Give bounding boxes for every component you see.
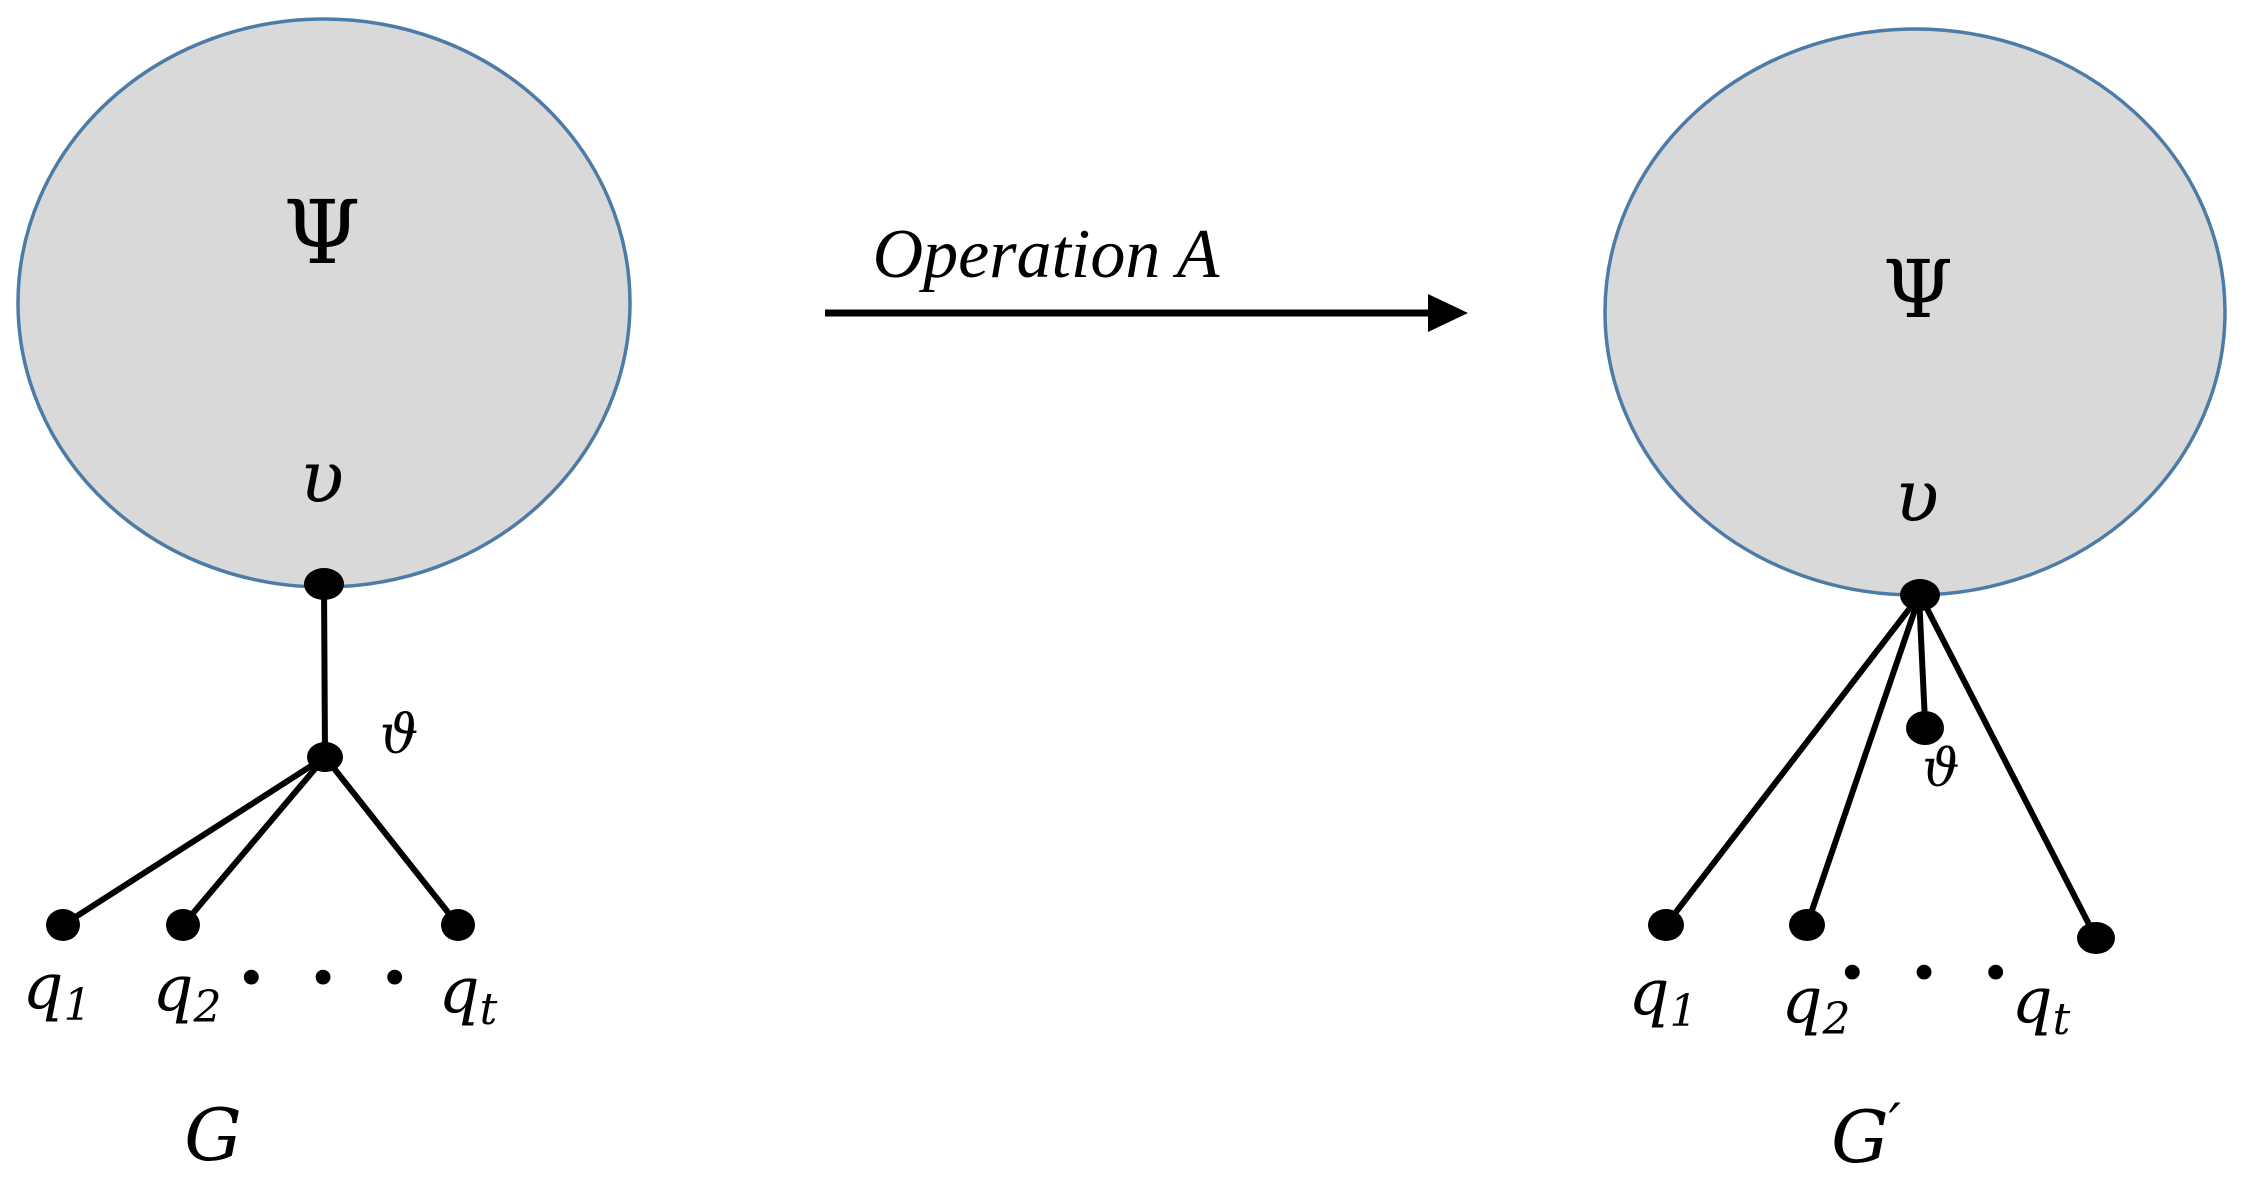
edge-v-qt-right xyxy=(1917,592,2099,941)
vertex-theta-label-left: ϑ xyxy=(380,703,419,766)
edge-v-theta-right xyxy=(1916,592,1928,725)
edge-theta-q2-left xyxy=(180,754,328,928)
vertex-theta-dot-left xyxy=(307,742,343,772)
leaf-q1-dot-right xyxy=(1648,909,1684,941)
leaf-q2-base-right: q xyxy=(1782,964,1823,1038)
arrow-head xyxy=(1428,294,1468,332)
leaf-q1-sub-left: 1 xyxy=(63,980,91,1031)
caption-g: G xyxy=(184,1093,242,1177)
edge-v-theta-left xyxy=(321,581,328,760)
leaf-q1-sub-right: 1 xyxy=(1669,986,1697,1037)
leaf-qt-dot-left xyxy=(441,909,475,941)
leaf-q1-dot-left xyxy=(46,909,80,941)
leaf-q1-base-left: q xyxy=(23,950,64,1024)
leaf-q2-dot-right xyxy=(1789,909,1825,941)
vertex-theta-dot-right xyxy=(1906,711,1944,745)
leaf-q2-dot-left xyxy=(166,909,200,941)
edge-v-q2-right xyxy=(1804,592,1923,928)
leaf-qt-base-right: q xyxy=(2012,964,2053,1038)
leaf-qt-dot-right xyxy=(2077,922,2115,954)
leaf-q2-sub-right: 2 xyxy=(1821,994,1850,1045)
leaf-qt-sub-right: t xyxy=(2053,994,2071,1045)
leaf-q2-label-right: q2 xyxy=(1782,964,1851,1045)
leaf-q2-label-left: q2 xyxy=(153,952,222,1033)
leaf-qt-sub-left: t xyxy=(480,984,498,1035)
edge-theta-qt-left xyxy=(322,754,461,928)
leaf-qt-base-left: q xyxy=(439,954,480,1028)
psi-label-right: Ψ xyxy=(1883,243,1953,336)
ellipsis-left: · · · xyxy=(237,930,416,1024)
graph-g-prime: Ψ υ ϑ q1 q2 · · · qt G′ xyxy=(1603,27,2227,1179)
operation-label: Operation A xyxy=(873,216,1220,293)
leaf-qt-label-left: qt xyxy=(439,954,498,1035)
leaf-q1-label-left: q1 xyxy=(23,950,92,1031)
vertex-v-label-left: υ xyxy=(300,435,344,519)
leaf-q1-label-right: q1 xyxy=(1629,956,1698,1037)
caption-g-prime: G′ xyxy=(1831,1092,1901,1179)
edge-theta-q1-left xyxy=(60,754,328,928)
edge-v-q1-right xyxy=(1663,592,1923,928)
caption-g-prime-mark: ′ xyxy=(1889,1092,1901,1155)
ellipsis-right: · · · xyxy=(1838,925,2017,1019)
graph-g: Ψ υ ϑ q1 q2 · · · qt G xyxy=(16,17,632,1177)
operation-arrow: Operation A xyxy=(825,216,1468,332)
leaf-q2-sub-left: 2 xyxy=(192,982,221,1033)
vertex-theta-label-right: ϑ xyxy=(1922,739,1959,799)
leaf-q1-base-right: q xyxy=(1629,956,1670,1030)
vertex-v-dot-left xyxy=(304,568,344,600)
vertex-v-label-right: υ xyxy=(1895,454,1939,538)
leaf-q2-base-left: q xyxy=(153,952,194,1026)
vertex-v-dot-right xyxy=(1900,579,1940,611)
leaf-qt-label-right: qt xyxy=(2012,964,2071,1045)
caption-g-prime-base: G xyxy=(1831,1095,1889,1179)
psi-label-left: Ψ xyxy=(283,181,360,284)
